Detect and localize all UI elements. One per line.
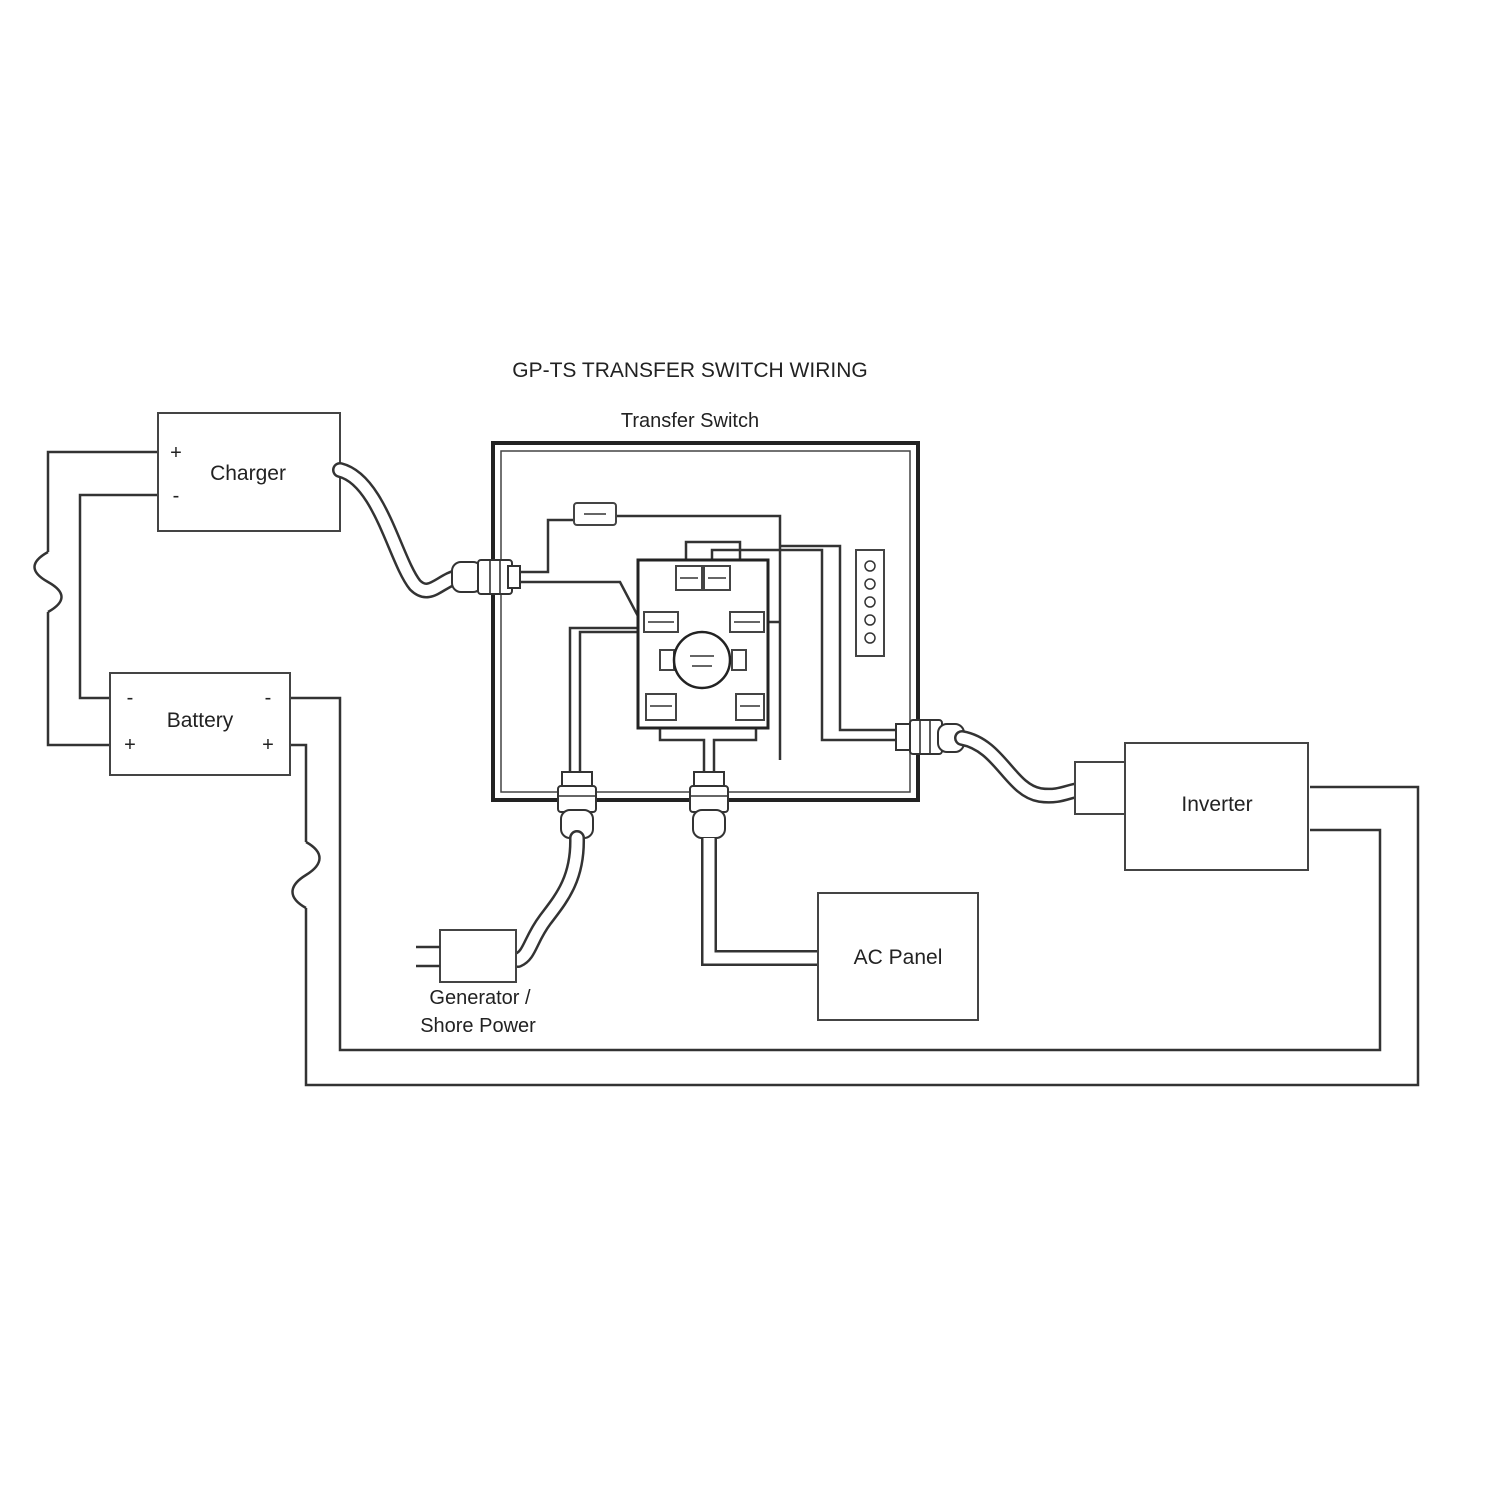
transfer-relay — [636, 558, 770, 730]
inverter-cable-fitting — [895, 719, 965, 755]
charger-positive-terminal: + — [170, 442, 182, 464]
battery-negative-terminal-right: - — [265, 687, 272, 709]
generator-label-line1: Generator / — [429, 987, 531, 1009]
ac-panel-cable-fitting — [689, 771, 729, 839]
fuse-icon — [33, 550, 63, 614]
battery[interactable]: Battery - + - + — [109, 672, 291, 776]
generator-shore-power[interactable]: Generator / Shore Power — [416, 929, 536, 1037]
inverter[interactable]: Inverter — [1074, 742, 1309, 871]
inverter-label: Inverter — [1181, 793, 1252, 816]
battery-positive-terminal-left: + — [124, 734, 136, 756]
terminal-strip — [855, 549, 885, 657]
generator-cable — [510, 830, 586, 968]
battery-positive-terminal-right: + — [262, 734, 274, 756]
charger-battery-wires — [33, 450, 160, 747]
ac-panel-cable — [701, 838, 818, 966]
charger-label: Charger — [210, 462, 286, 485]
internal-fuse — [573, 502, 617, 526]
charger-cable-fitting — [451, 559, 521, 595]
transfer-switch-internal-wiring — [520, 514, 896, 772]
generator-label-line2: Shore Power — [420, 1015, 536, 1037]
generator-cable-fitting — [557, 771, 597, 839]
battery-label: Battery — [167, 709, 234, 732]
charger-negative-terminal: - — [173, 485, 180, 507]
battery-inverter-wires — [290, 696, 1420, 1087]
ac-panel-label: AC Panel — [854, 946, 943, 969]
fuse-icon — [291, 840, 321, 910]
battery-negative-terminal-left: - — [127, 687, 134, 709]
inverter-cable — [954, 730, 1088, 804]
charger[interactable]: Charger + - — [157, 412, 341, 532]
ac-panel[interactable]: AC Panel — [817, 892, 979, 1021]
charger-cable — [332, 462, 468, 599]
diagram-title: GP-TS TRANSFER SWITCH WIRING — [512, 359, 867, 382]
transfer-switch-label: Transfer Switch — [621, 410, 759, 432]
